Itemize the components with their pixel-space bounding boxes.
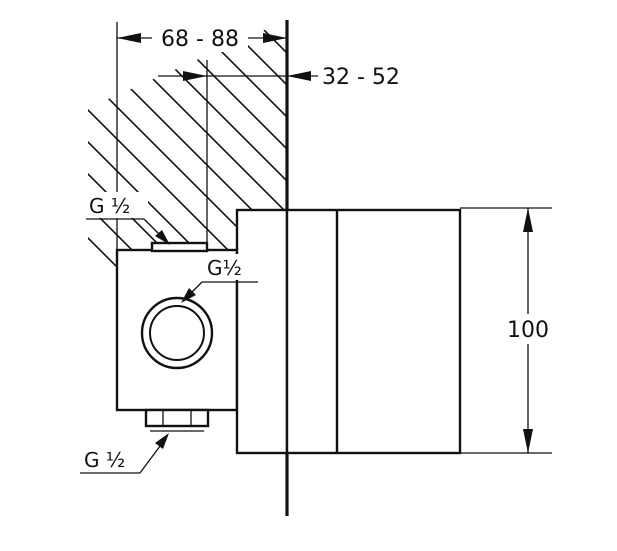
hatch-line (586, 0, 617, 551)
label-bg-bottom-thread (80, 446, 142, 472)
thread-label-bottom: G ½ (84, 448, 125, 472)
hatch-line (88, 20, 287, 516)
cover-sleeve (285, 208, 462, 455)
hatch-line (105, 20, 287, 516)
thread-label-side: G½ (207, 256, 242, 280)
arrow-left-body-depth (117, 33, 141, 43)
hatch-line (554, 0, 617, 551)
leader-top-arrow (155, 230, 170, 245)
hatch-line (490, 0, 617, 551)
hatch-line (169, 20, 287, 516)
bottom-outlet-nut (144, 408, 210, 428)
top-outlet-boss (150, 241, 209, 253)
label-bg-body-depth (152, 24, 248, 52)
hatch-line (458, 0, 617, 551)
hatch-line (88, 20, 287, 516)
arrow-right-body-depth (263, 33, 287, 43)
dim-label-cover-offset: 32 - 52 (322, 65, 400, 90)
leader-bottom-arrow (155, 433, 169, 449)
flange (235, 208, 289, 455)
thread-label-top: G ½ (89, 194, 130, 218)
arrow-offset-left (183, 71, 207, 81)
label-bg-top-thread (86, 192, 148, 218)
label-bg-height (500, 314, 556, 344)
hatch-line (522, 0, 617, 551)
arrow-height-top (523, 208, 533, 232)
leader-side-arrow (181, 288, 196, 303)
label-bg-side-thread (204, 254, 250, 280)
side-outlet-inner (149, 305, 205, 361)
hatch-line (137, 20, 287, 516)
dim-label-height: 100 (507, 318, 549, 343)
arrow-offset-right (287, 71, 311, 81)
dim-label-body-depth: 68 - 88 (161, 27, 239, 52)
arrow-height-bottom (523, 429, 533, 453)
